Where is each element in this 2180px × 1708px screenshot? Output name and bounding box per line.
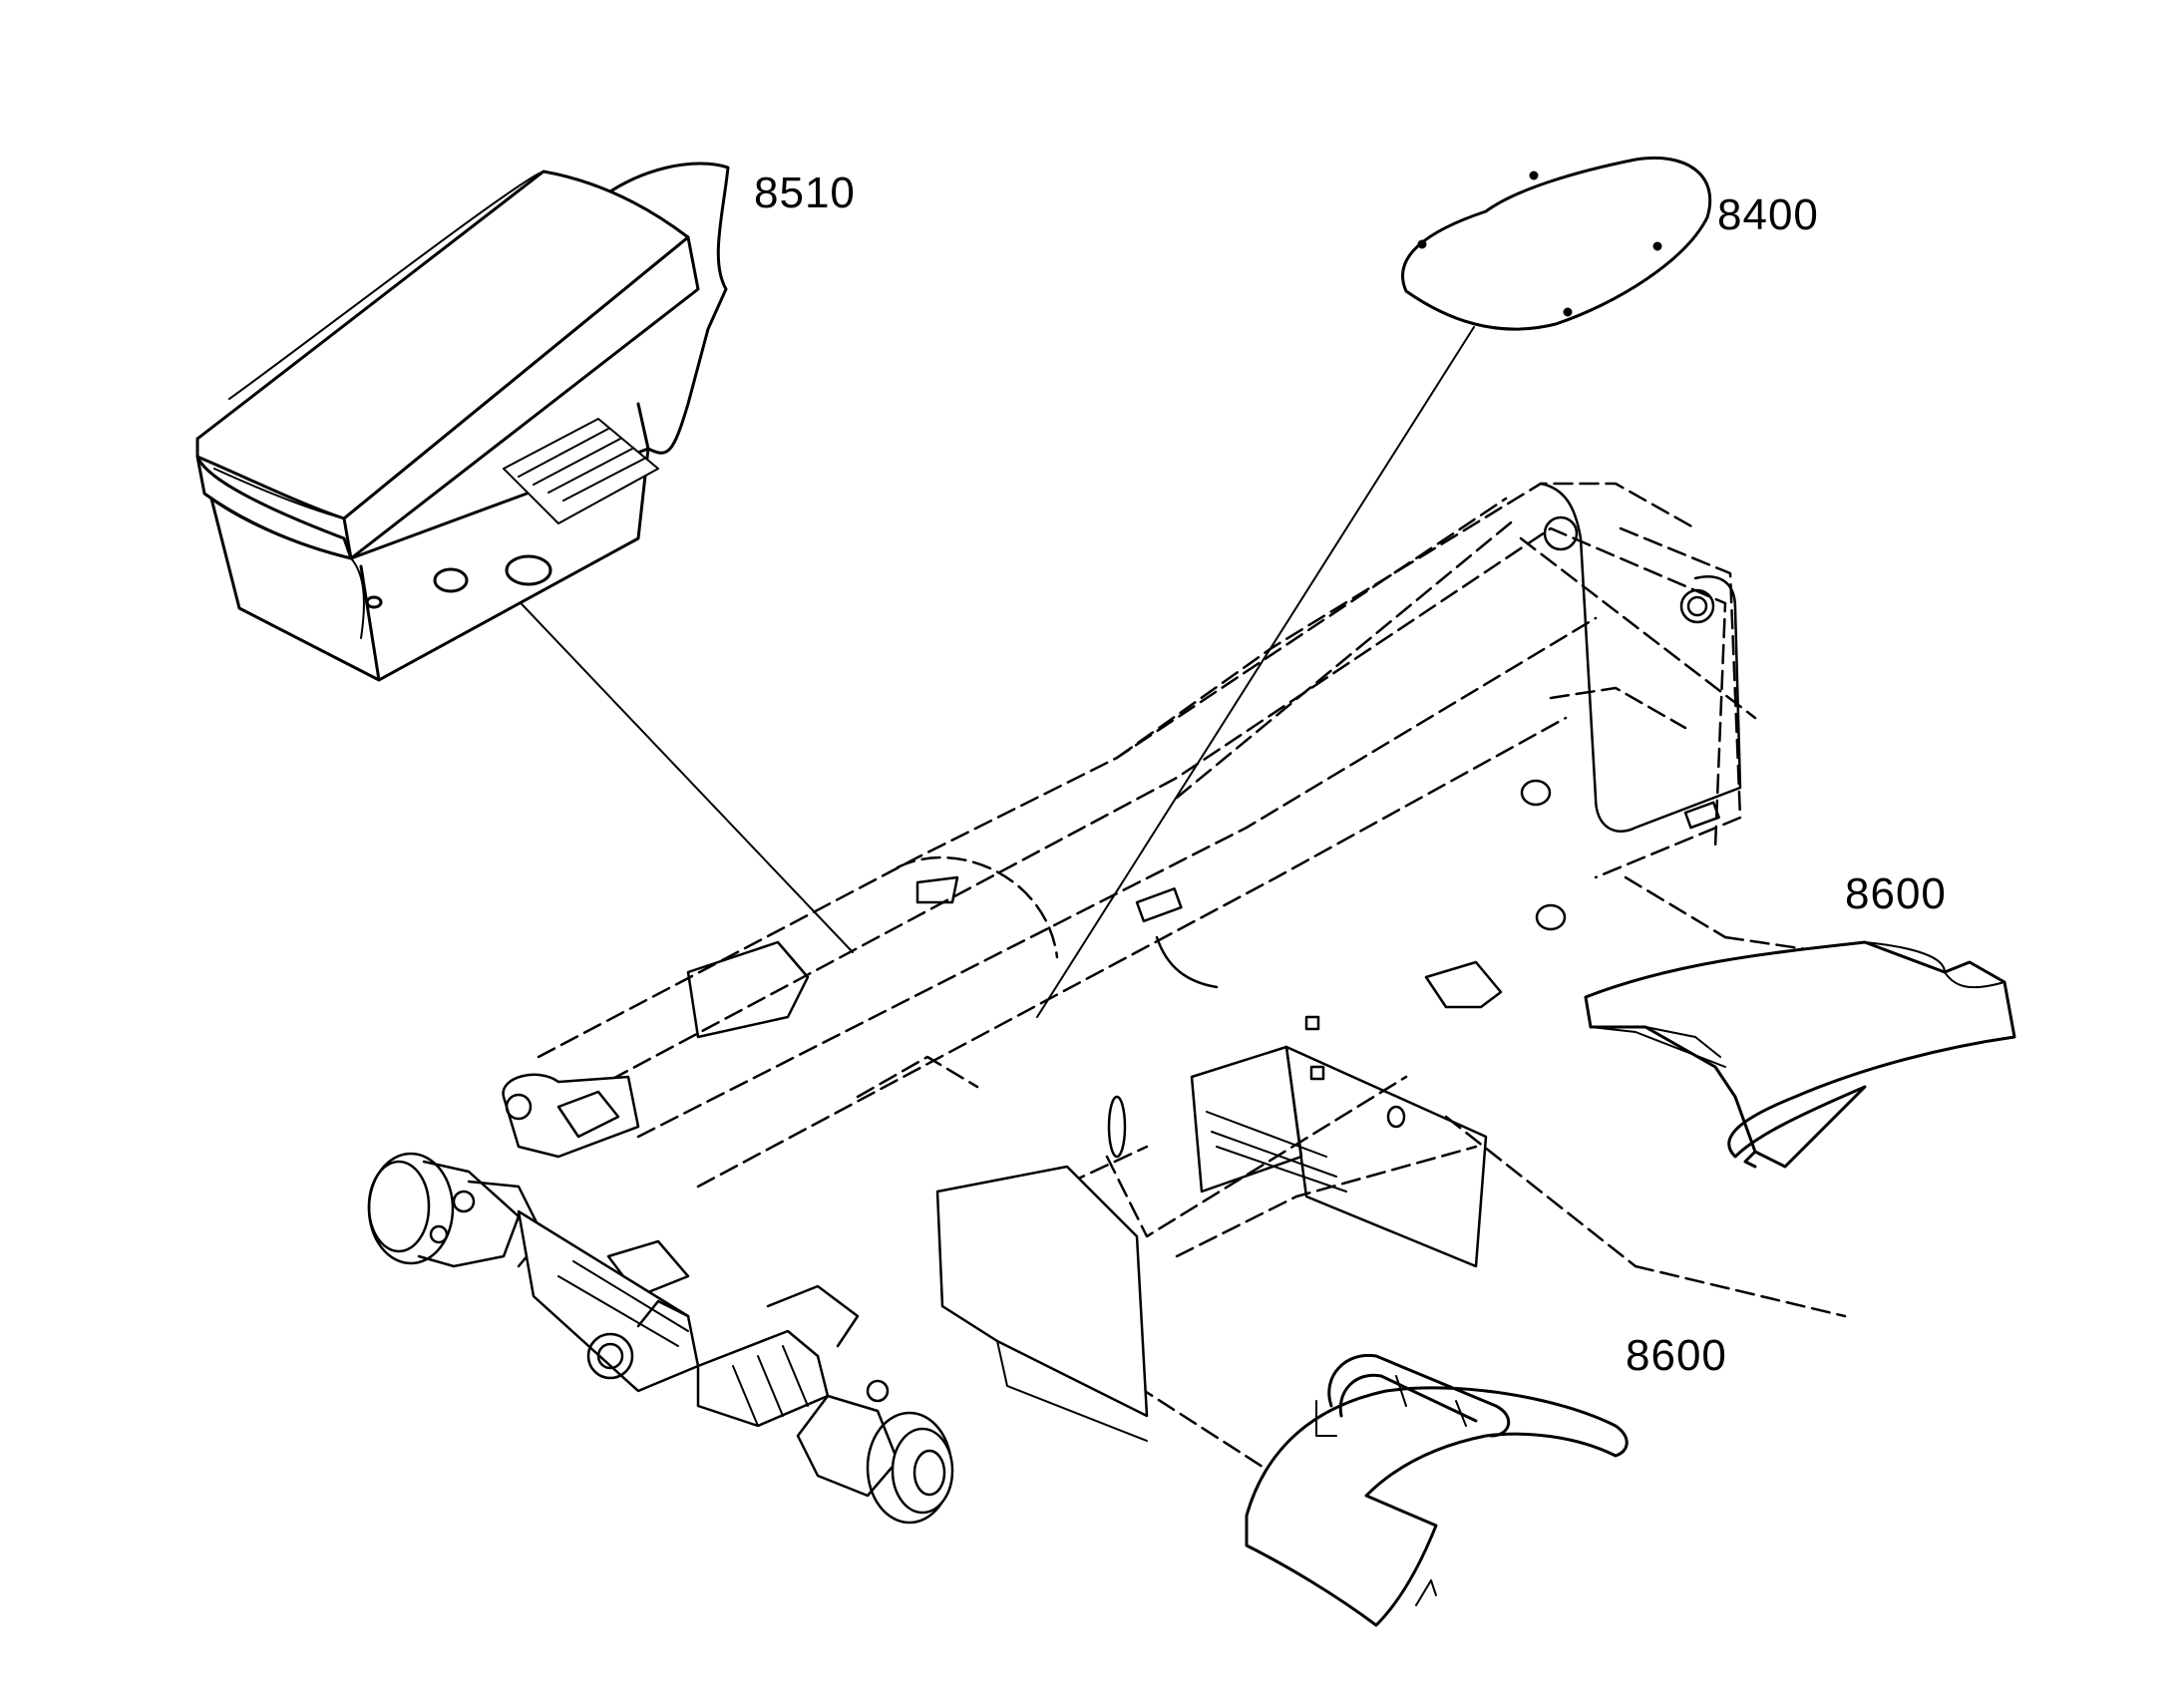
axle-assembly	[367, 1152, 954, 1525]
part-number-8400-label: 8400	[1717, 190, 1819, 239]
front-fender-part	[1245, 1353, 1629, 1627]
part-number-8600-front-label: 8600	[1626, 1331, 1727, 1380]
leader-line-8400	[1036, 326, 1475, 1018]
part-number-8510-label: 8510	[754, 169, 856, 217]
seat-cover-part	[195, 162, 730, 682]
leader-lines	[506, 326, 1475, 1018]
leader-line-8510	[506, 587, 854, 953]
part-number-8600-rear-label: 8600	[1845, 869, 1947, 918]
rear-fender-part	[1584, 940, 2016, 1169]
access-plate-part	[1401, 157, 1712, 331]
chassis-frame	[537, 482, 1897, 1478]
frame-solids	[502, 482, 1742, 1442]
